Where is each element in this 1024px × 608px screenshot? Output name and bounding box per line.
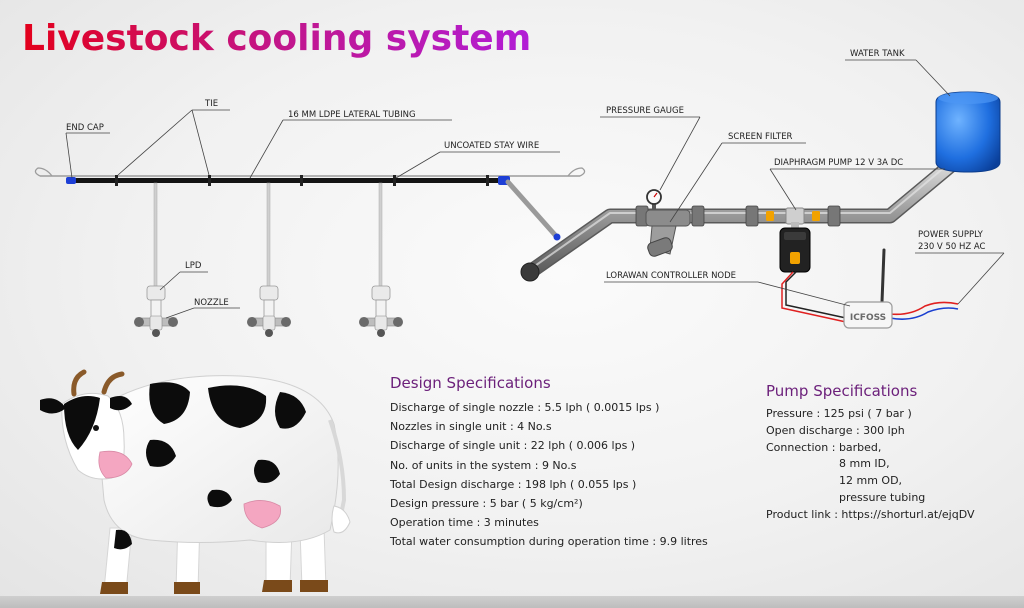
cow-tail <box>328 419 347 521</box>
drop-assembly <box>359 182 403 337</box>
water-tank <box>935 91 1001 173</box>
spec-line: No. of units in the system : 9 No.s <box>390 458 577 472</box>
pump-connection: Connection : barbed, <box>766 440 882 454</box>
lorawan-controller-node <box>843 248 893 329</box>
screen-filter <box>645 209 691 257</box>
stay-wire-label: UNCOATED STAY WIRE <box>444 141 539 151</box>
main-pipe <box>520 158 958 282</box>
floor-strip <box>0 596 1024 608</box>
cow-ear <box>40 398 66 414</box>
lpd-label: LPD <box>185 261 202 271</box>
cow-spot <box>275 392 306 429</box>
spec-line: Discharge of single nozzle : 5.5 lph ( 0… <box>390 401 660 414</box>
pump-connection-tubing: pressure tubing <box>839 490 926 504</box>
pump-specs-heading: Pump Specifications <box>766 382 918 400</box>
drop-pipe <box>505 179 559 239</box>
pump-product-link[interactable]: Product link : https://shorturl.at/ejqDV <box>766 507 975 521</box>
antenna-icon <box>880 248 886 304</box>
end-cap-label: END CAP <box>66 123 104 133</box>
page-title: Livestock cooling system <box>22 18 532 59</box>
cow-head-patch <box>64 396 100 450</box>
spec-line: Total Design discharge : 198 lph ( 0.055… <box>390 477 637 491</box>
pump-open-discharge: Open discharge : 300 lph <box>766 423 905 437</box>
cow-spot <box>207 489 232 508</box>
cow-udder <box>243 500 281 529</box>
spec-line: Nozzles in single unit : 4 No.s <box>390 420 552 434</box>
diaphragm-pump <box>779 207 811 273</box>
pump-pressure: Pressure : 125 psi ( 7 bar ) <box>766 407 912 420</box>
lateral-tubing-label: 16 MM LDPE LATERAL TUBING <box>288 110 416 120</box>
stay-wire-loop-right <box>567 167 586 177</box>
pressure-gauge <box>646 189 662 210</box>
pressure-gauge-label: PRESSURE GAUGE <box>606 106 684 116</box>
power-supply-label: POWER SUPPLY <box>918 230 984 240</box>
spec-line: Discharge of single unit : 22 lph ( 0.00… <box>390 439 636 453</box>
cow-horn <box>101 371 125 395</box>
controller-brand-label: ICFOSS <box>850 313 886 323</box>
cow-horn <box>71 369 87 397</box>
design-specs-heading: Design Specifications <box>390 374 551 392</box>
cow-snout <box>98 450 133 479</box>
drop-assembly <box>247 182 291 337</box>
cow-spot <box>149 382 190 424</box>
cow-illustration <box>40 369 351 594</box>
cow-spot <box>114 529 132 550</box>
power-supply-rating-label: 230 V 50 HZ AC <box>918 242 986 252</box>
cow-spot <box>146 439 176 467</box>
orange-fittings <box>766 211 820 221</box>
cow-ear <box>110 396 132 411</box>
tie-markers <box>115 175 489 186</box>
pump-connection-id: 8 mm ID, <box>839 457 890 471</box>
tie-label: TIE <box>204 99 218 109</box>
water-tank-label: WATER TANK <box>850 49 905 59</box>
pump-connection-od: 12 mm OD, <box>839 474 903 488</box>
cow-spot <box>254 459 280 483</box>
screen-filter-label: SCREEN FILTER <box>728 132 793 142</box>
cow-eye <box>93 425 99 431</box>
callout-leaders <box>65 59 1005 319</box>
drop-assembly <box>134 182 178 337</box>
pipe-outlet <box>520 262 540 282</box>
design-specifications: Design Specifications Discharge of singl… <box>390 374 708 552</box>
lateral-tubing <box>68 178 504 183</box>
spec-line: Operation time : 3 minutes <box>390 516 539 530</box>
cow-tail-tuft <box>331 505 351 534</box>
cow-spot <box>208 385 267 428</box>
cow-hooves <box>100 580 328 594</box>
controller-node-label: LORAWAN CONTROLLER NODE <box>606 271 736 281</box>
pipe-couplings <box>635 205 841 227</box>
spec-line: Total water consumption during operation… <box>390 535 708 549</box>
end-cap <box>66 177 76 184</box>
spec-line: Design pressure : 5 bar ( 5 kg/cm²) <box>390 497 583 511</box>
drop-pipe-cap <box>553 233 561 241</box>
diaphragm-pump-label: DIAPHRAGM PUMP 12 V 3A DC <box>774 158 903 168</box>
stay-wire-loop-left <box>34 167 53 177</box>
nozzle-label: NOZZLE <box>194 298 229 308</box>
pump-specifications: Pump Specifications Pressure : 125 psi (… <box>766 382 975 524</box>
lateral-assembly <box>34 167 586 337</box>
controller-wiring <box>781 271 959 323</box>
